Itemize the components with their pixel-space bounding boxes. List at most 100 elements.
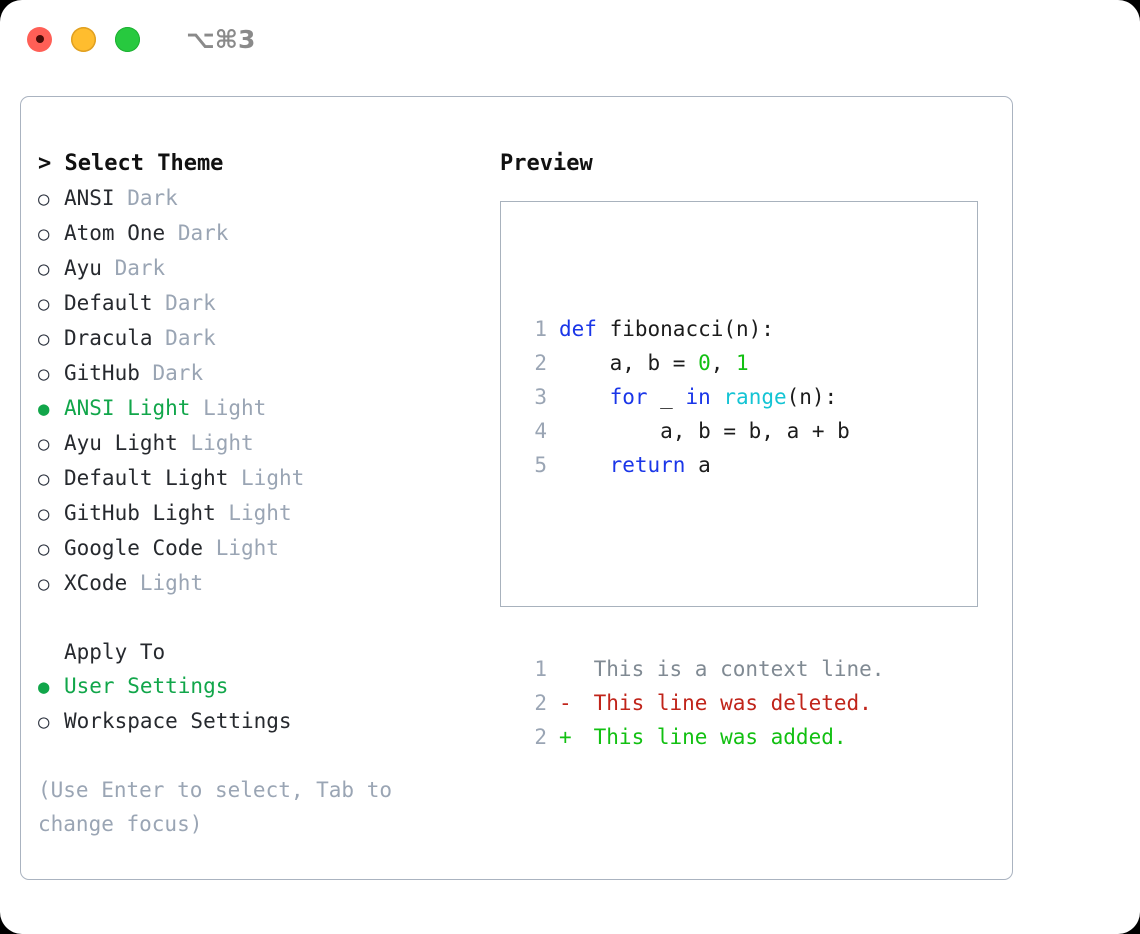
close-button-icon[interactable] xyxy=(27,26,52,52)
theme-option[interactable]: ○ Ayu Light Light xyxy=(38,426,498,461)
code-token: range xyxy=(723,385,787,409)
minimize-button-icon[interactable] xyxy=(71,26,96,52)
apply-to-option[interactable]: ●User Settings xyxy=(38,669,498,704)
window-titlebar: ⌥⌘3 xyxy=(0,0,1140,78)
theme-option[interactable]: ○ Default Light Light xyxy=(38,461,498,496)
code-diff-spacer xyxy=(517,550,884,584)
theme-option-variant-label xyxy=(216,496,229,530)
radio-selected-icon[interactable]: ● xyxy=(38,676,50,698)
radio-unselected-icon[interactable]: ○ xyxy=(38,363,50,385)
theme-option[interactable]: ○ Dracula Dark xyxy=(38,321,498,356)
code-line-text: for _ in range(n): xyxy=(559,380,838,414)
code-token: , xyxy=(710,351,737,375)
diff-line-text: This line was deleted. xyxy=(581,691,872,715)
apply-to-option[interactable]: ○ Workspace Settings xyxy=(38,704,498,739)
radio-unselected-icon[interactable]: ○ xyxy=(38,468,50,490)
theme-option[interactable]: ○ Atom One Dark xyxy=(38,216,498,251)
theme-option-variant: Light xyxy=(203,396,267,420)
theme-list: ○ ANSI Dark ○ Atom One Dark ○ Ayu Dark ○ Defaul… xyxy=(38,181,498,601)
radio-unselected-icon[interactable]: ○ xyxy=(38,328,50,350)
theme-option[interactable]: ○ GitHub Light Light xyxy=(38,496,498,531)
code-line: 5 return a xyxy=(517,448,884,482)
theme-option-variant: Dark xyxy=(177,221,229,245)
theme-option[interactable]: ○ ANSI Dark xyxy=(38,181,498,216)
theme-option[interactable]: ○XCode Light xyxy=(38,566,498,601)
code-line: 4 a, b = b, a + b xyxy=(517,414,884,448)
theme-option-variant: Light xyxy=(241,466,305,490)
theme-option-variant-label xyxy=(190,391,203,425)
traffic-light-buttons xyxy=(27,26,140,52)
theme-option-name: ANSI Light xyxy=(64,396,191,420)
radio-unselected-icon[interactable]: ○ xyxy=(38,538,50,560)
radio-unselected-icon[interactable]: ○ xyxy=(38,223,50,245)
code-line-text: a, b = 0, 1 xyxy=(559,346,749,380)
diff-line-text: This is a context line. xyxy=(581,657,885,681)
theme-option-variant-label xyxy=(102,251,115,285)
theme-option-name: Ayu Light xyxy=(64,431,178,455)
theme-option[interactable]: ● ANSI Light Light xyxy=(38,391,498,426)
code-line: 2 a, b = 0, 1 xyxy=(517,346,884,380)
code-token: def xyxy=(559,317,597,341)
theme-option-name: Google Code xyxy=(64,536,204,560)
radio-unselected-icon[interactable]: ○ xyxy=(38,711,50,733)
radio-unselected-icon[interactable]: ○ xyxy=(38,258,50,280)
diff-line: 2- This line was deleted. xyxy=(517,686,884,720)
theme-option-variant: Light xyxy=(228,501,292,525)
radio-unselected-icon[interactable]: ○ xyxy=(38,503,50,525)
diff-marker: + xyxy=(559,725,572,749)
code-line-number: 1 xyxy=(534,317,547,341)
theme-option-name: Dracula xyxy=(64,326,153,350)
diff-line-text: This line was added. xyxy=(581,725,847,749)
code-token: 0 xyxy=(698,351,711,375)
theme-option-name: ANSI xyxy=(64,186,115,210)
apply-to-option-name: Workspace Settings xyxy=(64,709,292,733)
code-token: a, b = xyxy=(559,351,699,375)
code-line-number: 5 xyxy=(534,453,547,477)
theme-option-variant-label xyxy=(153,321,166,355)
theme-option-variant: Dark xyxy=(152,361,204,385)
diff-marker xyxy=(559,652,581,686)
radio-selected-icon[interactable]: ● xyxy=(38,398,50,420)
theme-option-name: Default xyxy=(64,291,153,315)
code-token xyxy=(559,453,610,477)
radio-unselected-icon[interactable]: ○ xyxy=(38,573,50,595)
theme-option-name: Ayu xyxy=(64,256,102,280)
theme-option[interactable]: ○Google Code Light xyxy=(38,531,498,566)
theme-option-variant-label xyxy=(165,216,178,250)
diff-line: 2 + This line was added. xyxy=(517,720,884,754)
maximize-button-icon[interactable] xyxy=(115,26,140,52)
theme-option-variant: Dark xyxy=(127,186,178,210)
theme-picker-column: > Select Theme ○ANSI Dark○Atom One Dark○… xyxy=(38,147,498,841)
code-token: for xyxy=(609,385,648,409)
theme-option-name: GitHub Light xyxy=(64,501,216,525)
theme-option[interactable]: ○Ayu Dark xyxy=(38,251,498,286)
theme-option-name: Default Light xyxy=(64,466,229,490)
radio-unselected-icon[interactable]: ○ xyxy=(38,433,50,455)
theme-option-variant-label xyxy=(178,426,191,460)
diff-line-number: 1 xyxy=(534,657,547,681)
theme-option[interactable]: ○ Default Dark xyxy=(38,286,498,321)
code-token xyxy=(559,385,610,409)
code-line-number: 4 xyxy=(534,419,547,443)
theme-option-variant-label xyxy=(203,531,216,565)
theme-option-variant-label xyxy=(153,286,166,320)
radio-unselected-icon[interactable]: ○ xyxy=(38,293,50,315)
theme-option-variant: Light xyxy=(190,431,254,455)
theme-option-name: GitHub xyxy=(64,361,140,385)
theme-option-name: Atom One xyxy=(64,221,166,245)
radio-unselected-icon[interactable]: ○ xyxy=(38,188,50,210)
diff-line-number: 2 xyxy=(534,725,547,749)
theme-option-variant-label xyxy=(115,181,128,215)
code-token: (n): xyxy=(786,385,838,409)
diff-line: 1 This is a context line. xyxy=(517,652,884,686)
theme-option-variant: Dark xyxy=(165,291,216,315)
code-token xyxy=(711,385,724,409)
theme-option-variant: Dark xyxy=(165,326,216,350)
code-token: a xyxy=(685,453,711,477)
code-line-text: def fibonacci(n): xyxy=(559,312,774,346)
theme-option[interactable]: ○ GitHub Dark xyxy=(38,356,498,391)
